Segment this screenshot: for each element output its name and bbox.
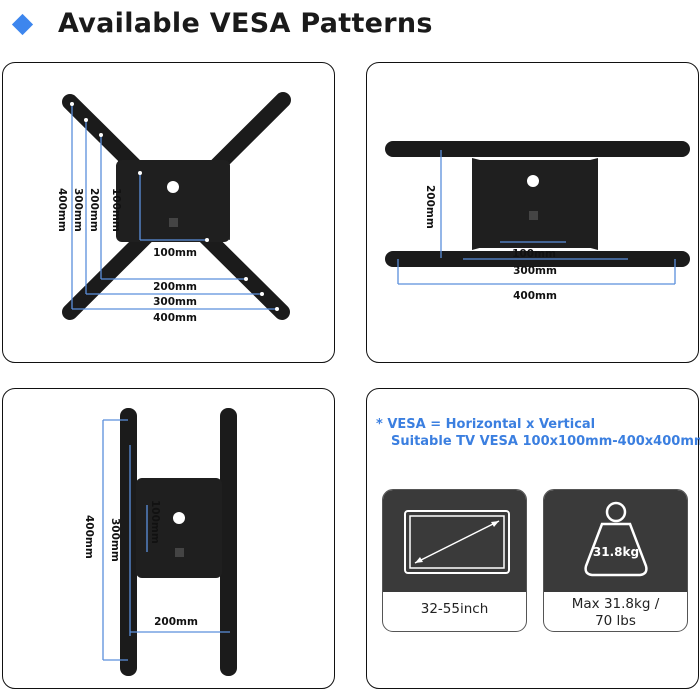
x-bracket-image: 400mm 300mm 200mm 100mm 100mm 200mm 300m… — [56, 92, 291, 324]
panel-v-bracket — [2, 388, 335, 689]
dim-label: 200mm — [424, 185, 436, 229]
dim-label: 100mm — [110, 188, 122, 232]
dim-label: 100mm — [153, 247, 197, 259]
dim-label: 400mm — [153, 312, 197, 324]
dim-label: 200mm — [88, 188, 100, 232]
page-title: Available VESA Patterns — [58, 8, 433, 39]
max-load-line1: Max 31.8kg / — [571, 596, 660, 612]
dim-label: 300mm — [513, 265, 557, 277]
screen-size-card: 32-55inch — [382, 489, 527, 632]
tv-screen-icon — [404, 510, 510, 574]
vesa-note: * VESA = Horizontal x Vertical — [376, 417, 596, 432]
h-bracket-image: 200mm 100mm 300mm 400mm — [385, 141, 690, 302]
dim-label: 100mm — [512, 248, 556, 260]
dim-label: 300mm — [109, 518, 121, 562]
vesa-range-note: Suitable TV VESA 100x100mm-400x400mm — [391, 434, 700, 449]
dim-label: 300mm — [153, 296, 197, 308]
dim-label: 400mm — [83, 515, 95, 559]
max-load-card: 31.8kg Max 31.8kg / 70 lbs — [543, 489, 688, 632]
dim-label: 300mm — [72, 188, 84, 232]
dim-label: 100mm — [149, 500, 161, 544]
dim-label: 200mm — [153, 281, 197, 293]
screen-size-label: 32-55inch — [420, 601, 489, 617]
max-load-line2: 70 lbs — [595, 613, 636, 629]
dim-label: 200mm — [154, 616, 198, 628]
panel-h-bracket — [366, 62, 699, 363]
max-load-label: Max 31.8kg / 70 lbs — [544, 592, 687, 630]
panel-specs — [366, 388, 699, 689]
panel-x-bracket — [2, 62, 335, 363]
dim-label: 400mm — [513, 290, 557, 302]
v-bracket-image: 400mm 300mm 100mm 200mm — [83, 408, 237, 676]
dim-label: 400mm — [56, 188, 68, 232]
weight-icon: 31.8kg — [584, 501, 648, 577]
weight-badge: 31.8kg — [593, 545, 639, 559]
